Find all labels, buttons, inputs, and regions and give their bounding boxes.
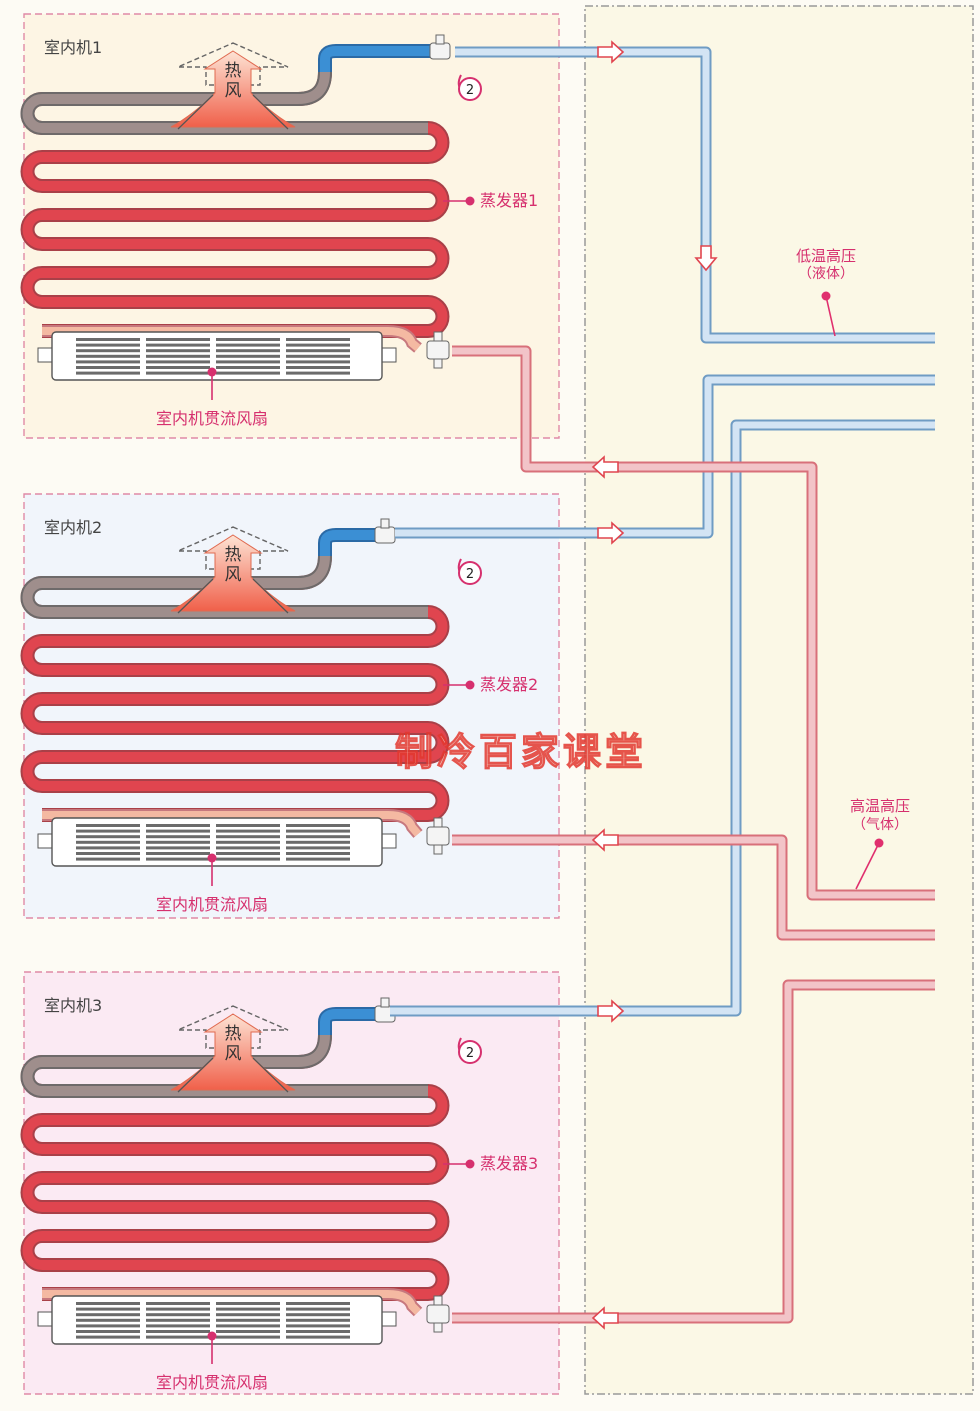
pointer-dot bbox=[465, 196, 475, 206]
hot-air-label-top: 热 bbox=[225, 1024, 242, 1044]
flow-arrows bbox=[591, 40, 718, 1330]
hot-air-label-top: 热 bbox=[225, 545, 242, 565]
service-valve-icon bbox=[426, 1295, 450, 1333]
liquid-line-unit-3 bbox=[390, 419, 935, 1017]
pointer-line bbox=[825, 295, 836, 337]
pointer-line bbox=[855, 842, 880, 890]
arrow-left-icon bbox=[591, 455, 619, 479]
fan-label: 室内机贯流风扇 bbox=[156, 895, 268, 914]
evaporator-coil bbox=[20, 1034, 450, 1301]
arrow-left-icon bbox=[591, 1306, 619, 1330]
cross-flow-fan bbox=[37, 1295, 397, 1345]
outdoor-region bbox=[584, 5, 974, 1395]
cross-flow-fan bbox=[37, 817, 397, 867]
fan-label: 室内机贯流风扇 bbox=[156, 409, 268, 428]
indoor-units: 室内机12热风蒸发器1室内机贯流风扇室内机22热风蒸发器2室内机贯流风扇室内机3… bbox=[20, 13, 560, 1395]
arrow-left-icon bbox=[591, 828, 619, 852]
hot-air-label-bottom: 风 bbox=[225, 1044, 242, 1064]
cross-flow-fan bbox=[37, 331, 397, 381]
liquid-lines bbox=[390, 46, 935, 1017]
hot-air-label-bottom: 风 bbox=[225, 565, 242, 585]
indoor-unit-title: 室内机2 bbox=[44, 518, 102, 537]
service-valve-icon bbox=[426, 817, 450, 855]
hot-air-label-bottom: 风 bbox=[225, 81, 242, 101]
evaporator-coil bbox=[20, 555, 450, 822]
marker-number: 2 bbox=[466, 83, 474, 98]
gas-line-state: （气体） bbox=[852, 817, 908, 833]
gas-line-unit-3 bbox=[452, 979, 935, 1324]
indoor-unit-title: 室内机1 bbox=[44, 38, 102, 57]
hot-air-arrow-icon: 热风 bbox=[170, 526, 296, 614]
liquid-line-unit-2 bbox=[395, 374, 935, 539]
liquid-line-unit-1 bbox=[455, 46, 935, 344]
gas-line-unit-1 bbox=[452, 345, 935, 901]
watermark: 制冷百家课堂 bbox=[395, 729, 647, 774]
hot-air-arrow-icon: 热风 bbox=[170, 42, 296, 130]
service-valve-icon bbox=[429, 34, 451, 60]
gas-line-title: 高温高压 bbox=[850, 797, 910, 815]
liquid-line-annotation: 低温高压 （液体） bbox=[796, 247, 856, 337]
hot-air-arrow-icon: 热风 bbox=[170, 1005, 296, 1093]
arrow-down-icon bbox=[694, 245, 718, 272]
evaporator-label: 蒸发器1 bbox=[480, 191, 538, 210]
evaporator-label: 蒸发器2 bbox=[480, 675, 538, 694]
liquid-line-state: （液体） bbox=[798, 266, 854, 282]
evaporator-label: 蒸发器3 bbox=[480, 1154, 538, 1173]
liquid-line-title: 低温高压 bbox=[796, 247, 856, 265]
fan-label: 室内机贯流风扇 bbox=[156, 1373, 268, 1392]
arrow-right-icon bbox=[597, 999, 625, 1023]
arrow-right-icon bbox=[597, 521, 625, 545]
pointer-dot bbox=[465, 1159, 475, 1169]
pointer-dot bbox=[207, 1331, 217, 1341]
evaporator-coil bbox=[20, 71, 450, 338]
pointer-dot bbox=[207, 367, 217, 377]
marker-badge: 2 bbox=[457, 74, 482, 101]
indoor-unit-title: 室内机3 bbox=[44, 996, 102, 1015]
marker-number: 2 bbox=[466, 567, 474, 582]
marker-badge: 2 bbox=[457, 558, 482, 585]
service-valve-icon bbox=[426, 331, 450, 369]
hot-air-label-top: 热 bbox=[225, 61, 242, 81]
arrow-right-icon bbox=[597, 40, 625, 64]
marker-number: 2 bbox=[466, 1046, 474, 1061]
pointer-dot bbox=[207, 853, 217, 863]
pointer-dot bbox=[465, 680, 475, 690]
gas-line-annotation: 高温高压 （气体） bbox=[850, 797, 910, 890]
marker-badge: 2 bbox=[457, 1037, 482, 1064]
